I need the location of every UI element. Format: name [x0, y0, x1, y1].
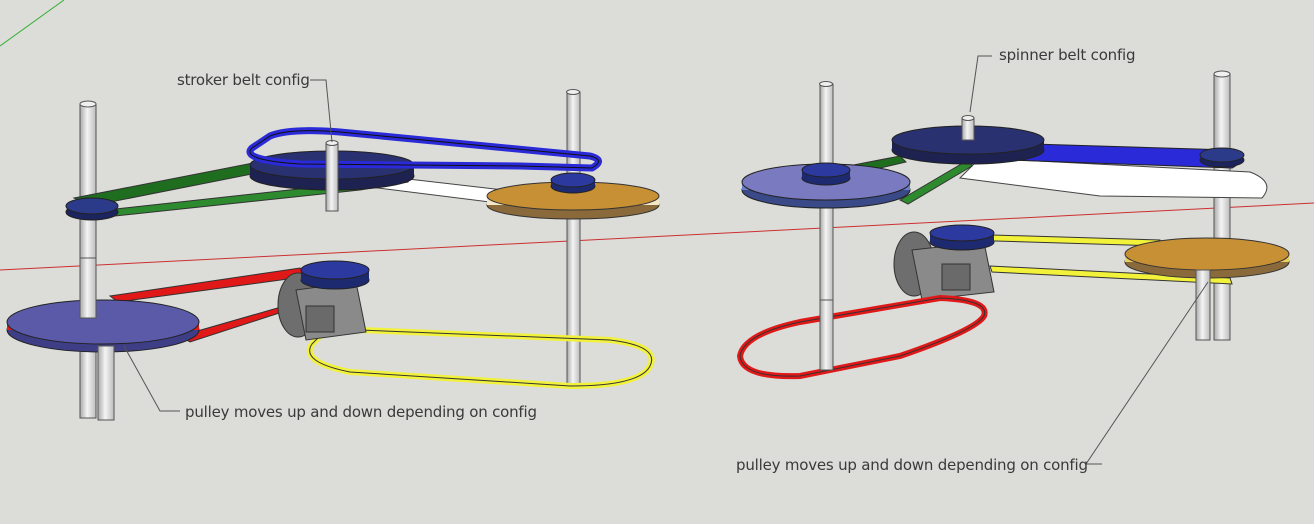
pulley-left-label: pulley moves up and down depending on co…: [185, 403, 537, 421]
white-belt-right: [958, 157, 1268, 199]
pulley-right-leader-line: [1085, 281, 1209, 465]
left-shaft-lower: [97, 345, 115, 421]
motor-left: [277, 260, 370, 341]
pulley-right-label: pulley moves up and down depending on co…: [736, 456, 1088, 474]
spinner-leader-line: [969, 55, 992, 113]
spinner-main-pulley: [891, 115, 1045, 165]
stroker-leader-line: [310, 79, 333, 143]
stroker-assembly: [6, 89, 660, 421]
right-asm-right-shaft: [1213, 73, 1231, 341]
small-pulley-left: [65, 197, 119, 221]
orange-pulley-right: [1124, 237, 1290, 279]
purple-pulley-right: [741, 162, 911, 209]
right-asm-left-shaft-lower: [819, 299, 834, 371]
spinner-assembly: [736, 70, 1290, 380]
yellow-belt-left: [306, 326, 655, 390]
left-shaft-top: [79, 100, 97, 108]
spinner-label: spinner belt config: [999, 46, 1136, 64]
right-shaft-lower: [1195, 269, 1211, 341]
motor-right: [893, 224, 995, 301]
stroker-label: stroker belt config: [177, 71, 310, 89]
right-shaft-top: [566, 89, 580, 95]
red-belt-right-edge: [739, 297, 986, 377]
big-purple-pulley-left: [6, 299, 200, 353]
right-asm-right-shaft-top: [1213, 70, 1231, 78]
right-shaft: [566, 91, 581, 387]
right-asm-left-shaft-top: [819, 81, 833, 87]
pulley-left-leader-line: [123, 345, 180, 412]
left-shaft-over-pulley: [79, 257, 97, 319]
red-belt-right: [736, 294, 988, 380]
small-pulley-right-shaft: [1199, 147, 1245, 168]
y-axis-line: [0, 0, 65, 47]
green-belt-right-2: [898, 159, 973, 205]
blue-belt: [246, 127, 602, 172]
stroker-center-shaft: [325, 142, 339, 212]
orange-pulley-left: [486, 172, 660, 220]
blue-belt-inner: [249, 130, 599, 169]
x-axis-line: [0, 202, 1314, 271]
